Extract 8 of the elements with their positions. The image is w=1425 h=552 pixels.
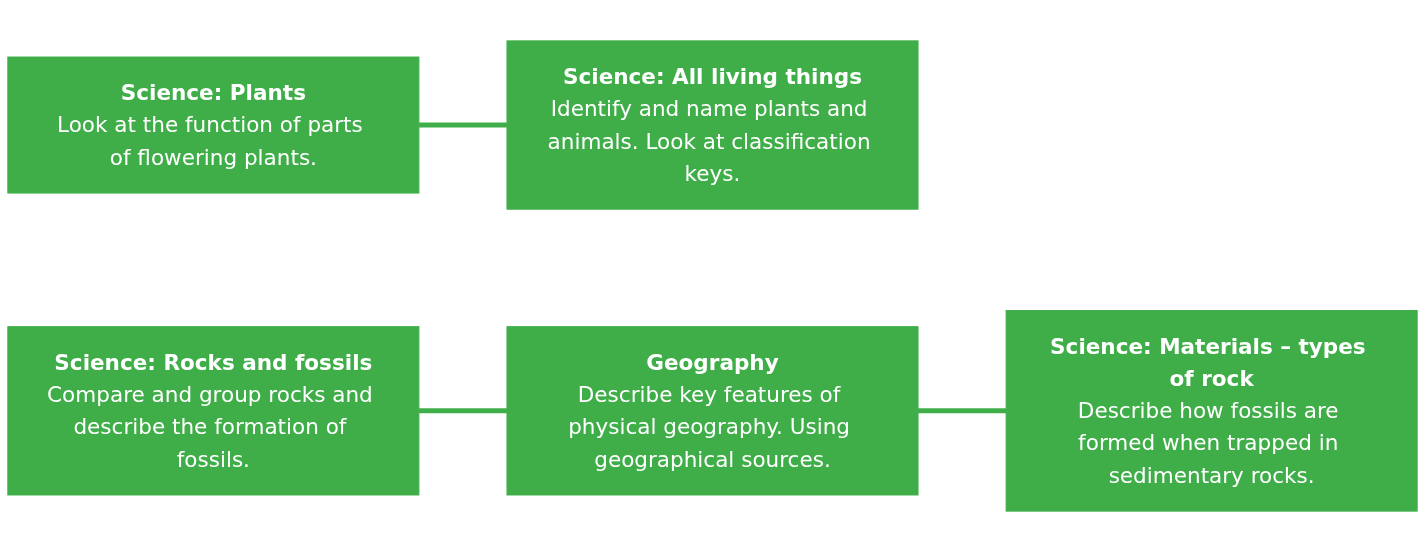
node-box: Science: All living things Identify and name plants and animals. Look at classification keys. [506, 40, 919, 210]
node-box: Geography Describe key features of physical geography. Using geographical sources. [506, 326, 919, 496]
node-box: Science: Plants Look at the function of parts of flowering plants. [7, 56, 420, 194]
node-box: Science: Materials – types of rock Describe how fossils are formed when trapped in sedimentary rocks. [1005, 310, 1418, 512]
connector [418, 122, 507, 128]
connector [918, 408, 1007, 414]
node-box: Science: Rocks and fossils Compare and group rocks and describe the formation of fossils. [7, 326, 420, 496]
connector [418, 408, 507, 414]
